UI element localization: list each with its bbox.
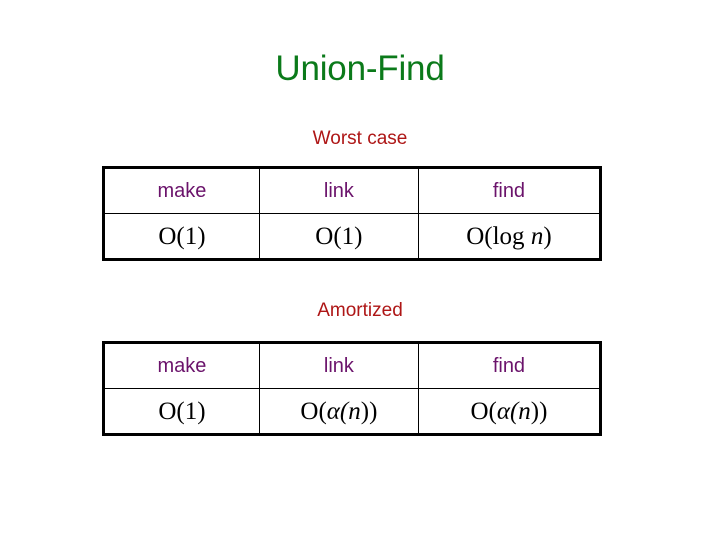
worst-case-table: make link find O(1) O(1) O(log n) <box>102 166 602 261</box>
worst-value-find: O(log n) <box>417 213 602 260</box>
amortized-value-find: O(α(n)) <box>417 388 602 435</box>
worst-value-make: O(1) <box>103 213 260 260</box>
worst-header-make: make <box>103 167 260 214</box>
amortized-header-find-label: find <box>492 355 526 377</box>
section-caption-amortized: Amortized <box>317 300 403 321</box>
amortized-value-make-text: O(1) <box>105 397 259 426</box>
amortized-table: make link find O(1) O(α(n)) O(α(n)) <box>102 341 602 436</box>
amortized-value-link-text: O(α(n)) <box>260 397 418 426</box>
math-italic: α(n <box>496 397 531 425</box>
math-pre: O( <box>470 397 497 425</box>
page-title: Union-Find <box>275 49 445 88</box>
math-pre: O(1) <box>158 222 206 250</box>
worst-header-link: link <box>258 167 419 214</box>
table-row-header: make link find <box>103 167 602 214</box>
math-pre: O(log <box>466 222 531 250</box>
math-pre: O( <box>300 397 327 425</box>
worst-header-find-label: find <box>492 180 526 202</box>
worst-value-find-text: O(log n) <box>419 222 599 251</box>
amortized-header-link-label: link <box>323 355 354 377</box>
worst-value-link: O(1) <box>258 213 419 260</box>
amortized-header-link: link <box>258 342 419 389</box>
math-post: )) <box>360 397 378 425</box>
math-post: )) <box>530 397 548 425</box>
section-caption-worst-case: Worst case <box>312 128 408 149</box>
worst-value-make-text: O(1) <box>105 222 259 251</box>
amortized-header-make-label: make <box>157 355 207 377</box>
worst-header-link-label: link <box>323 180 354 202</box>
amortized-header-make: make <box>103 342 260 389</box>
amortized-value-make: O(1) <box>103 388 260 435</box>
worst-header-find: find <box>417 167 602 214</box>
math-pre: O(1) <box>315 222 363 250</box>
math-italic: n <box>530 222 544 250</box>
table-row: O(1) O(1) O(log n) <box>103 213 602 260</box>
amortized-value-find-text: O(α(n)) <box>419 397 599 426</box>
table-row-header: make link find <box>103 342 602 389</box>
amortized-value-link: O(α(n)) <box>258 388 419 435</box>
worst-value-link-text: O(1) <box>260 222 418 251</box>
math-post: ) <box>543 222 552 250</box>
amortized-header-find: find <box>417 342 602 389</box>
table-row: O(1) O(α(n)) O(α(n)) <box>103 388 602 435</box>
math-italic: α(n <box>326 397 361 425</box>
math-pre: O(1) <box>158 397 206 425</box>
worst-header-make-label: make <box>157 180 207 202</box>
